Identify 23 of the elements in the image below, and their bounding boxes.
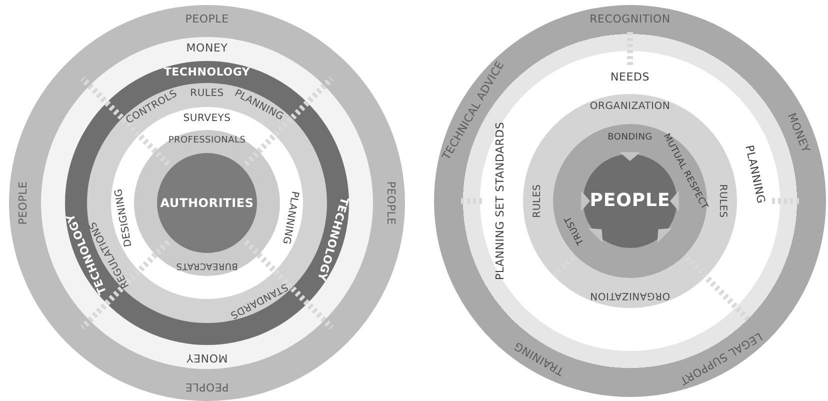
ring-label: PEOPLE (18, 181, 28, 225)
ring-label: ORGANIZATION (590, 290, 670, 300)
ring-label: PLANNING SET STANDARDS (494, 122, 506, 280)
ring-label: RULES (717, 184, 727, 218)
ring-label: ORGANIZATION (590, 102, 670, 112)
ring-label: PEOPLE (590, 192, 670, 210)
ring-label: BONDING (608, 134, 652, 142)
ring-label: PEOPLE (185, 382, 229, 392)
ring-label: MONEY (186, 42, 228, 54)
ring-label: RECOGNITION (590, 14, 670, 24)
ring-label: PLANNING (280, 190, 300, 245)
ring-label: MONEY (186, 352, 228, 364)
ring-label: BUREACRATS (176, 260, 238, 270)
ring-label: RULES (190, 89, 224, 99)
ring-label: RULES (533, 184, 543, 218)
ring-label: TECHNOLOGY (164, 66, 250, 78)
ring-label: PROFESSIONALS (168, 136, 246, 146)
ring-label: PEOPLE (386, 181, 396, 225)
ring-label: PEOPLE (185, 14, 229, 24)
ring-band (134, 130, 280, 276)
ring-label: SURVEYS (183, 114, 231, 124)
ring-label: AUTHORITIES (160, 197, 254, 209)
ring-label: NEEDS (610, 72, 650, 82)
